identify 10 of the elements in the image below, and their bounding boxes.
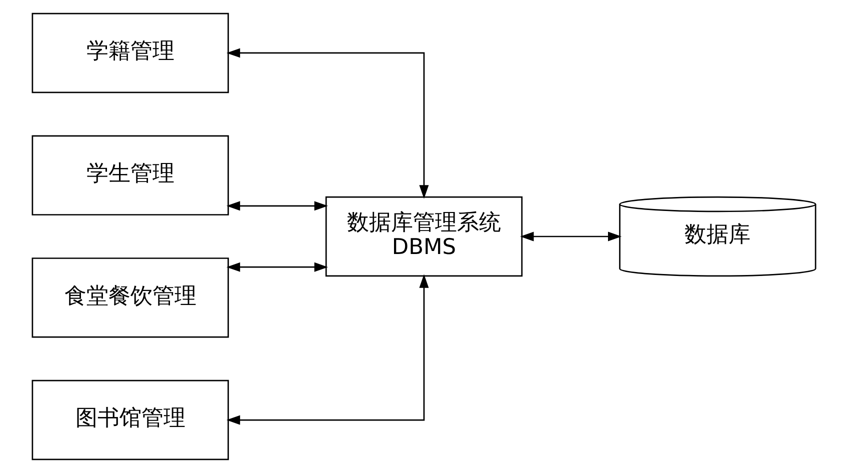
node-box: 图书馆管理 bbox=[32, 380, 229, 460]
node-box: 学籍管理 bbox=[32, 12, 229, 94]
arrow bbox=[520, 232, 622, 242]
node-box: 学生管理 bbox=[32, 135, 229, 216]
arrow bbox=[226, 274, 429, 425]
node-box: 食堂餐饮管理 bbox=[32, 258, 229, 338]
arrow bbox=[226, 48, 429, 199]
arrow bbox=[226, 262, 328, 272]
node-box: 数据库管理系统 DBMS bbox=[325, 196, 523, 277]
arrow bbox=[226, 201, 328, 211]
